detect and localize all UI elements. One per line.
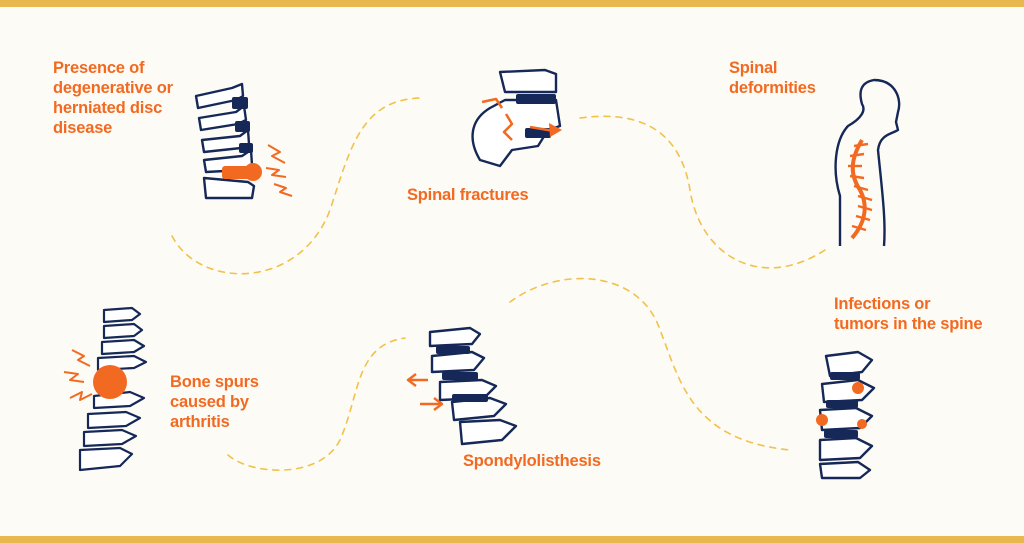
- slipped-vertebra-icon: [406, 326, 518, 446]
- label-bone-spurs: Bone spurs caused by arthritis: [170, 373, 259, 431]
- bottom-border-band: [0, 536, 1024, 543]
- label-disc-disease: Presence of degenerative or herniated di…: [53, 59, 173, 137]
- label-spinal-deformities: Spinal deformities: [729, 59, 816, 97]
- connector-path-bottom-left: [227, 337, 406, 471]
- top-border-band: [0, 0, 1024, 7]
- connector-path-bottom-middle: [509, 277, 791, 451]
- bone-spur-spine-icon: [63, 306, 148, 472]
- infected-spine-icon: [816, 350, 876, 480]
- label-spondylolisthesis: Spondylolisthesis: [463, 452, 601, 470]
- fractured-vertebra-icon: [471, 68, 562, 168]
- connector-path-top: [171, 97, 421, 275]
- connector-path-top-right: [579, 115, 826, 269]
- label-infections-tumors: Infections or tumors in the spine: [834, 295, 983, 333]
- herniated-disc-spine-icon: [194, 82, 293, 200]
- scoliosis-body-icon: [834, 78, 901, 247]
- label-spinal-fractures: Spinal fractures: [407, 186, 529, 204]
